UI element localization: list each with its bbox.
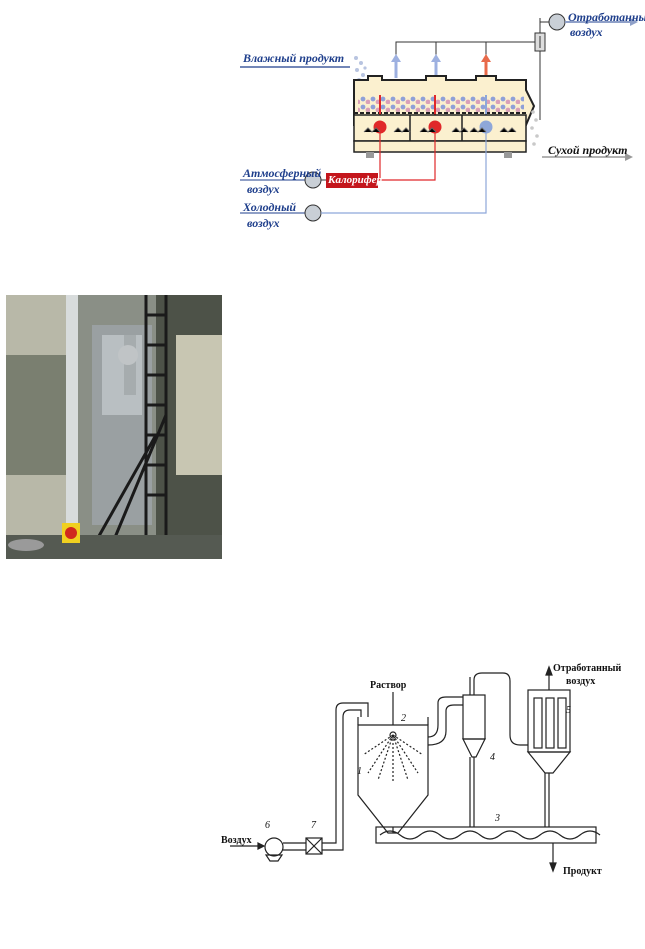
exhaust-fan-icon [549,14,565,30]
industrial-dryer-photo [6,295,222,559]
wet-product-label: Влажный продукт [243,51,344,66]
exhaust-arrows [391,54,491,78]
callout-3: 3 [495,813,500,824]
dry-product-label: Сухой продукт [548,143,627,158]
callout-1: 1 [357,766,362,777]
inlet-granules [354,56,367,82]
exhaust-air-label-1: Отработанный [568,10,645,25]
cold-air-fan-icon [305,205,321,221]
callout-4: 4 [490,752,495,763]
spray-exhaust-label-2: воздух [566,676,595,687]
cyclone-4 [463,695,485,739]
cold-air-label-1: Холодный [243,200,296,215]
screw-conveyor-3 [376,827,596,843]
callout-5: 5 [566,705,571,716]
callout-2: 2 [401,713,406,724]
fan-6-icon [265,838,283,856]
cyclone-icon [535,33,545,51]
atmospheric-air-label-2: воздух [247,182,280,197]
spray-dryer-diagram [218,655,618,885]
dry-product-granules [530,110,539,146]
photo-illustration [6,295,222,559]
spray-exhaust-label-1: Отработанный [553,663,621,674]
product-label: Продукт [563,866,602,877]
atmospheric-air-label-1: Атмосферный [243,166,321,181]
heater-label: Калорифер [328,174,382,186]
solution-label: Раствор [370,680,406,691]
cold-air-label-2: воздух [247,216,280,231]
callout-7: 7 [311,820,316,831]
callout-6: 6 [265,820,270,831]
air-in-label: Воздух [221,835,252,846]
exhaust-air-label-2: воздух [570,25,603,40]
